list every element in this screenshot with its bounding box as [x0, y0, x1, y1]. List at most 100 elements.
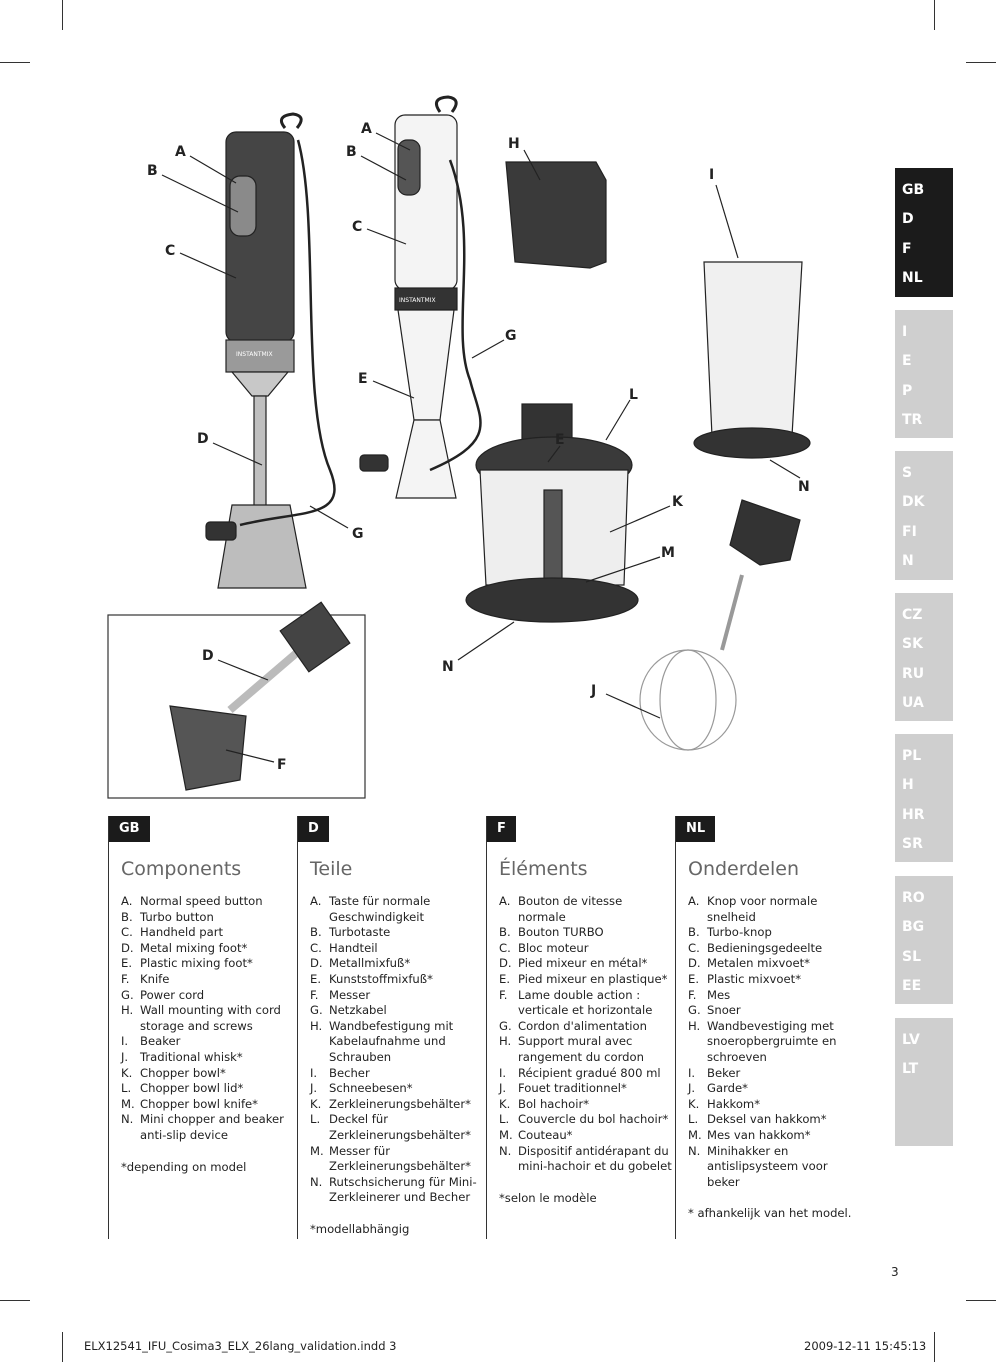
section-title: Teile: [310, 858, 353, 880]
item-letter: E.: [688, 971, 700, 986]
item-text: Knop voor normale snelheid: [707, 894, 818, 924]
footer-date: 2009-12-11 15:45:13: [804, 1339, 927, 1353]
item-letter: C.: [499, 940, 511, 955]
item-letter: F.: [310, 987, 319, 1002]
item-text: Messer für Zerkleinerungsbehälter*: [329, 1143, 471, 1174]
item-text: Traditional whisk*: [140, 1049, 243, 1064]
item-text: Metalen mixvoet*: [707, 956, 810, 971]
item-text: Turbo-knop: [707, 925, 772, 940]
item-letter: M.: [310, 1143, 324, 1158]
language-tab: GB: [109, 816, 150, 842]
item-text: Mes: [707, 987, 731, 1002]
callout-label: N: [798, 479, 810, 495]
item-letter: L.: [310, 1112, 321, 1127]
item-text: Snoer: [707, 1003, 741, 1018]
list-item: I. Beaker: [121, 1034, 295, 1050]
item-text: Rutschsicherung für Mini-Zerkleinerer un…: [329, 1174, 477, 1205]
item-letter: M.: [121, 1096, 135, 1111]
item-letter: A.: [121, 894, 133, 908]
list-item: B.Turbo button: [121, 910, 295, 926]
item-letter: G.: [688, 1003, 701, 1018]
item-letter: J.: [310, 1081, 318, 1096]
language-code: P: [902, 382, 913, 399]
item-letter: M.: [688, 1127, 702, 1142]
section-title: Éléments: [499, 858, 588, 880]
item-letter: G.: [310, 1003, 323, 1018]
list-item: K.Zerkleinerungsbehälter*: [310, 1097, 484, 1113]
callout-label: A: [175, 144, 186, 160]
item-letter: F.: [121, 971, 130, 986]
callout-label: E: [358, 371, 368, 387]
list-item: M.Couteau*: [499, 1128, 673, 1144]
language-code: S: [902, 465, 913, 481]
list-item: M.Chopper bowl knife*: [121, 1097, 295, 1113]
list-item: G. Snoer: [688, 1003, 862, 1019]
footnote: *modellabhängig: [310, 1221, 410, 1236]
item-text: Beaker: [140, 1034, 181, 1049]
callout-label: E: [555, 432, 565, 448]
language-code: UA: [902, 694, 924, 711]
callout-label: I: [709, 167, 714, 183]
item-text: Mes van hakkom*: [707, 1127, 811, 1142]
list-item: D.Metal mixing foot*: [121, 941, 295, 957]
item-text: Support mural avec rangement du cordon: [518, 1034, 644, 1064]
list-item: F. Messer: [310, 988, 484, 1004]
footnote: *selon le modèle: [499, 1190, 597, 1205]
item-letter: L.: [499, 1112, 510, 1127]
item-text: Metallmixfuß*: [329, 956, 411, 971]
item-text: Kunststoffmixfuß*: [329, 971, 433, 986]
section-title: Onderdelen: [688, 858, 799, 880]
crop-mark: [934, 1332, 935, 1362]
item-text: Bouton TURBO: [518, 925, 604, 940]
item-text: Messer: [329, 987, 371, 1002]
callout-label: B: [147, 163, 158, 179]
callout-label: A: [361, 121, 372, 137]
callout-label: M: [661, 545, 675, 561]
language-code: TR: [902, 411, 923, 428]
callout-label: D: [197, 431, 209, 447]
language-code: RU: [902, 665, 925, 682]
item-letter: I.: [310, 1065, 318, 1080]
item-text: Handteil: [329, 940, 378, 955]
list-item: J.Fouet traditionnel*: [499, 1081, 673, 1097]
list-item: I. Becher: [310, 1066, 484, 1082]
item-text: Schneebesen*: [329, 1081, 413, 1096]
language-code: H: [902, 777, 914, 794]
item-letter: K.: [121, 1065, 133, 1080]
item-letter: G.: [121, 987, 134, 1002]
item-letter: F.: [499, 987, 508, 1002]
item-text: Becher: [329, 1065, 370, 1080]
list-item: B.Turbotaste: [310, 925, 484, 941]
callout-label: G: [505, 328, 517, 344]
list-item: A.Taste für normale Geschwindigkeit: [310, 894, 484, 925]
language-code: CZ: [902, 607, 923, 623]
list-item: J.Garde*: [688, 1081, 862, 1097]
item-letter: H.: [688, 1018, 701, 1033]
item-letter: D.: [310, 956, 323, 971]
item-letter: I.: [121, 1034, 129, 1049]
list-item: H.Wall mounting with cord storage and sc…: [121, 1003, 295, 1034]
list-item: C.Handteil: [310, 941, 484, 957]
item-letter: F.: [688, 987, 697, 1002]
item-text: Garde*: [707, 1081, 748, 1096]
product-illustration: A B C D G A B C E G H I L E K M N N J D …: [107, 95, 811, 799]
list-item: A.Bouton de vitesse normale: [499, 894, 673, 925]
crop-mark: [966, 1300, 996, 1301]
list-item: A. Knop voor normale snelheid: [688, 894, 862, 925]
item-letter: I.: [688, 1065, 696, 1080]
item-text: Fouet traditionnel*: [518, 1081, 627, 1096]
list-item: J.Traditional whisk*: [121, 1050, 295, 1066]
list-item: B.Turbo-knop: [688, 925, 862, 941]
item-letter: A.: [688, 894, 700, 908]
list-item: E.Plastic mixing foot*: [121, 956, 295, 972]
item-text: Metal mixing foot*: [140, 940, 248, 955]
